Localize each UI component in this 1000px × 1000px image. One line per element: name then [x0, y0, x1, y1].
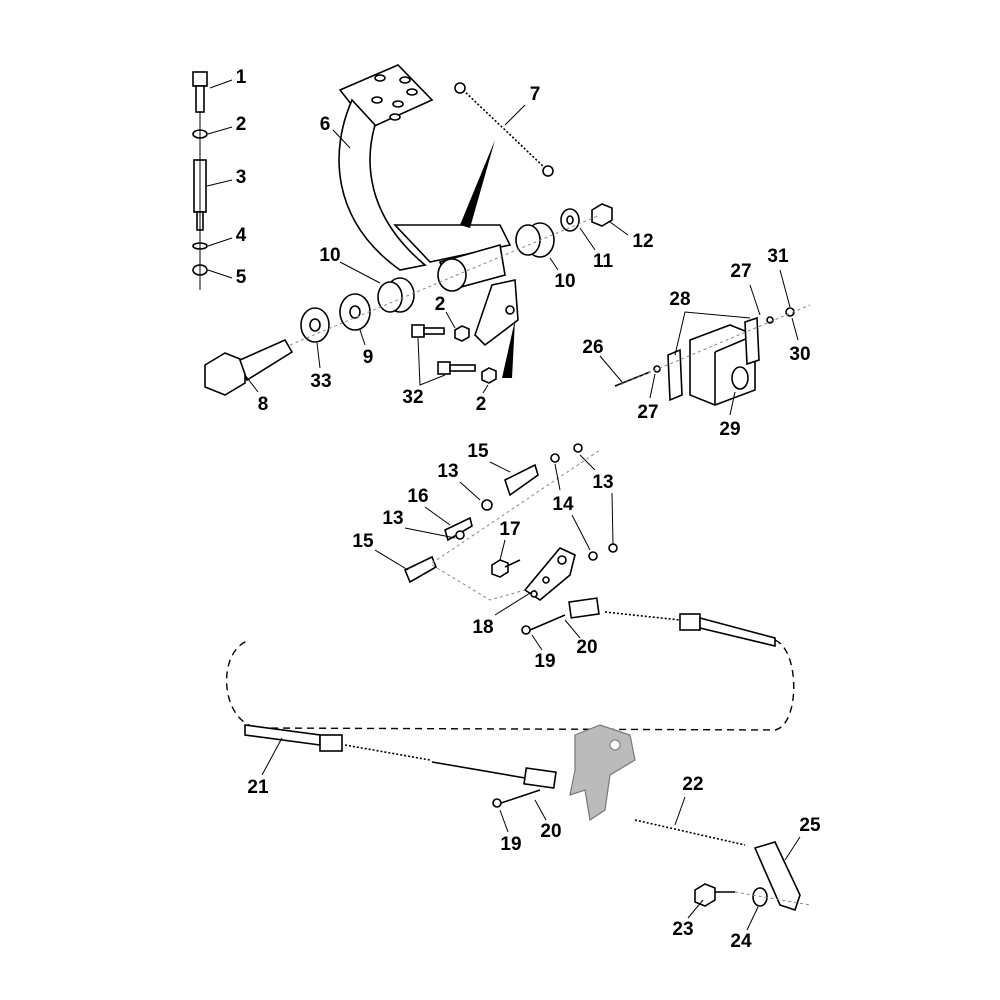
bolt-part-1 [192, 71, 208, 113]
leader-arrow [502, 320, 515, 378]
callout-14: 14 [552, 494, 574, 515]
callout-27: 27 [730, 261, 751, 282]
clip-part-20a [529, 614, 566, 631]
cable-continuation-line [225, 639, 795, 731]
callout-27b: 27 [637, 402, 658, 423]
bolt-part-23 [694, 883, 716, 907]
callout-2: 2 [236, 114, 247, 135]
linkage-group [403, 443, 618, 601]
bushing-part-10b [377, 277, 415, 313]
callout-20: 20 [576, 637, 597, 658]
callout-2c: 2 [476, 394, 487, 415]
clip-part-20b [500, 789, 541, 804]
pin-part-19a [521, 625, 531, 635]
callout-10b: 10 [554, 271, 575, 292]
callout-32: 32 [402, 387, 423, 408]
washer-part-27 [653, 365, 661, 373]
callout-13c: 13 [382, 508, 403, 529]
callout-33: 33 [310, 371, 331, 392]
bracket-plate-28b [744, 316, 760, 366]
callout-16: 16 [407, 486, 428, 507]
callout-30: 30 [789, 344, 810, 365]
callout-11: 11 [593, 251, 614, 272]
brake-arm-gray [569, 724, 636, 822]
cable-lower-part-21 [244, 724, 557, 808]
bracket-plate-28a [667, 348, 683, 402]
callout-8: 8 [258, 394, 269, 415]
spring-part-22 [634, 819, 746, 846]
callout-19: 19 [534, 651, 555, 672]
callout-29: 29 [719, 419, 740, 440]
bracket-part-25 [753, 841, 801, 912]
bolt-part-8 [204, 338, 294, 396]
washer-part-33 [300, 307, 330, 343]
callout-13: 13 [437, 461, 458, 482]
callout-7: 7 [530, 84, 541, 105]
callout-10: 10 [319, 245, 340, 266]
callout-28: 28 [669, 289, 690, 310]
leader-lines [206, 79, 801, 931]
callout-6: 6 [320, 114, 331, 135]
callout-21: 21 [247, 777, 269, 798]
callout-1: 1 [236, 67, 247, 88]
washer-hole [566, 215, 574, 225]
clevis-part-15a [504, 463, 539, 497]
callout-23: 23 [672, 919, 693, 940]
clevis-part-15b [403, 555, 438, 584]
callout-15: 15 [467, 441, 489, 462]
callout-17: 17 [499, 519, 520, 540]
callout-9: 9 [363, 347, 374, 368]
nut-part-12 [591, 203, 613, 227]
callout-5: 5 [236, 267, 247, 288]
callout-4: 4 [236, 225, 247, 246]
callout-20b: 20 [540, 821, 561, 842]
callout-labels: 1 2 3 4 5 6 7 10 10 11 12 2 9 33 8 32 2 … [236, 67, 821, 952]
callout-25: 25 [799, 815, 821, 836]
callout-24: 24 [730, 931, 752, 952]
callout-12: 12 [632, 231, 653, 252]
switch-part-29 [689, 324, 756, 406]
pin-part-19b [492, 798, 502, 808]
callout-26: 26 [582, 337, 603, 358]
washer-part-9 [339, 293, 371, 331]
bushing-part-10 [515, 222, 555, 258]
callout-2b: 2 [435, 294, 446, 315]
callout-3: 3 [236, 167, 247, 188]
nut-part-2a [454, 325, 470, 342]
nut-part-2b [481, 367, 497, 384]
callout-13b: 13 [592, 472, 613, 493]
callout-18: 18 [472, 617, 493, 638]
callout-22: 22 [682, 774, 703, 795]
bolt-part-17 [491, 559, 509, 578]
bolts-part-32 [411, 324, 476, 375]
callout-31: 31 [767, 246, 789, 267]
callout-15b: 15 [352, 531, 374, 552]
callout-19b: 19 [500, 834, 521, 855]
cable-upper [521, 597, 776, 648]
washer-part-24 [752, 887, 768, 907]
brake-pedal-part-6 [338, 64, 519, 347]
spring-part-7 [454, 82, 554, 228]
